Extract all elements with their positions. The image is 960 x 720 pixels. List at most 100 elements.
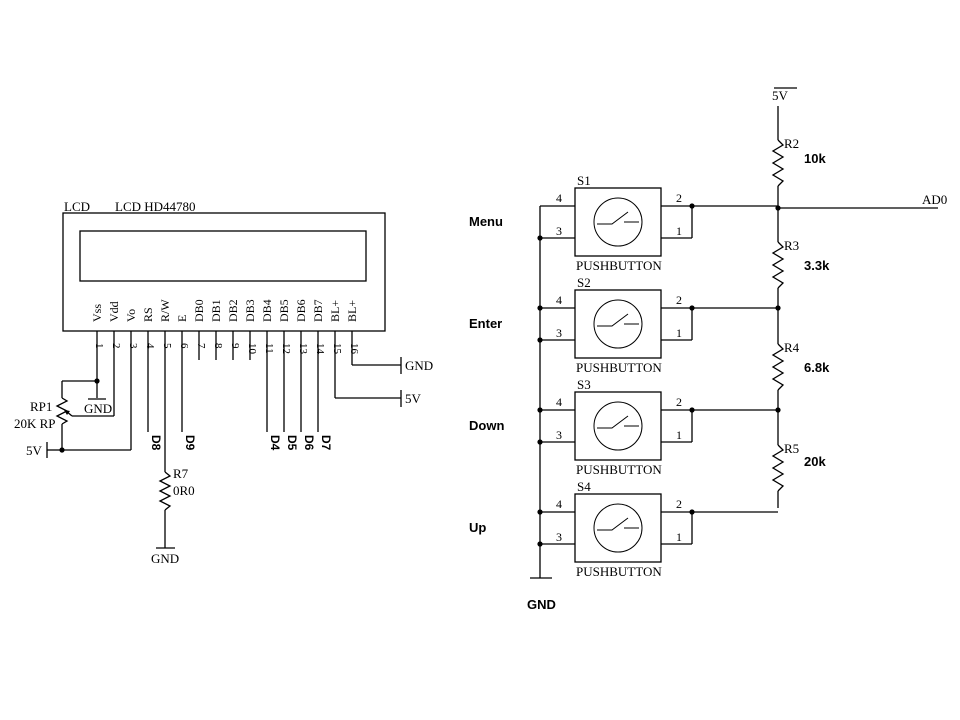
switch-body [574,187,662,257]
switch-ref: S4 [577,479,591,494]
resistor-ladder [771,87,938,508]
signal-d4: D4 [268,435,282,451]
r7-value: 0R0 [173,483,195,498]
switch-body [574,493,662,563]
switch-pin-number: 2 [676,395,682,409]
r3-value: 3.3k [804,258,830,273]
lcd-pin-name: DB2 [226,299,240,322]
switch-body [574,391,662,461]
switch-pin-number: 4 [556,293,562,307]
lcd-pin-number: 7 [195,343,207,349]
rp1-ref: RP1 [30,399,52,414]
lcd-pin-name: DB6 [294,299,308,322]
switch-type: PUSHBUTTON [576,564,662,579]
switch-ref: S2 [577,275,591,290]
lcd-pin-number: 12 [280,343,292,354]
r3-ref: R3 [784,238,799,253]
r5-value: 20k [804,454,826,469]
lcd-pin-name: Vdd [107,301,121,322]
lcd-pin-number: 14 [314,343,326,355]
switch-pin-number: 4 [556,497,562,511]
signal-d8: D8 [149,435,163,451]
switch-contact [597,517,629,531]
lcd-pin-name: R/W [158,299,172,322]
r2-ref: R2 [784,136,799,151]
signal-d5: D5 [285,435,299,451]
vcc-label-bl: 5V [405,391,422,406]
lcd-pin-name: RS [141,307,155,322]
lcd-pin-name: E [175,315,189,322]
lcd-pin-name: DB3 [243,299,257,322]
lcd-value: LCD HD44780 [115,199,196,214]
button-label-enter: Enter [469,316,502,331]
button-label-down: Down [469,418,504,433]
switch-pin-number: 2 [676,293,682,307]
signal-d9: D9 [183,435,197,451]
switch-contact [597,211,629,225]
lcd-pin-number: 8 [212,343,224,349]
lcd-pin-name: DB7 [311,299,325,322]
lcd-pin-number: 5 [161,343,173,349]
gnd-label-buttons: GND [527,597,556,612]
r4-value: 6.8k [804,360,830,375]
lcd-pin-name: DB0 [192,299,206,322]
switch-contact [597,415,629,429]
gnd-label-r7: GND [151,551,179,566]
lcd-pin-number: 15 [331,343,343,355]
switch-pin-number: 3 [556,224,562,238]
switch-pin-number: 1 [676,224,682,238]
vcc-label-pot: 5V [26,443,43,458]
r5-ref: R5 [784,441,799,456]
switch-ref: S3 [577,377,591,392]
lcd-body [62,212,386,332]
lcd-pin-number: 9 [229,343,241,349]
buttons-group: 4321S1PUSHBUTTONMenu4321S2PUSHBUTTONEnte… [469,173,781,579]
switch-body [574,289,662,359]
switch-contact [597,313,629,327]
switch-pin-number: 1 [676,326,682,340]
lcd-pin-number: 16 [348,343,360,355]
switch-pin-number: 3 [556,530,562,544]
lcd-pin-number: 10 [246,343,258,355]
r7-resistor [156,471,175,549]
lcd-pin-name: Vss [90,304,104,322]
lcd-pin-number: 6 [178,343,190,349]
lcd-pin-number: 3 [127,343,139,349]
signal-d6: D6 [302,435,316,451]
switch-pin-number: 3 [556,428,562,442]
lcd-pin-name: Vo [124,309,138,322]
lcd-wires [47,357,402,472]
rp1-value: 20K RP [14,416,56,431]
button-label-menu: Menu [469,214,503,229]
lcd-pin-name: BL+ [345,300,359,322]
switch-type: PUSHBUTTON [576,360,662,375]
switch-pin-number: 4 [556,395,562,409]
r2-value: 10k [804,151,826,166]
switch-pin-number: 1 [676,428,682,442]
lcd-pin-number: 11 [263,343,275,354]
r7-ref: R7 [173,466,189,481]
switch-type: PUSHBUTTON [576,462,662,477]
lcd-ref: LCD [64,199,90,214]
switch-circle [593,299,643,349]
switch-pin-number: 2 [676,497,682,511]
gnd-label-lcd: GND [84,401,112,416]
adc-label: AD0 [922,192,947,207]
lcd-screen [79,230,367,282]
vcc-label-ladder: 5V [772,88,789,103]
lcd-pin-number: 2 [110,343,122,349]
lcd-pin-name: DB5 [277,299,291,322]
switch-pin-number: 1 [676,530,682,544]
switch-circle [593,503,643,553]
switch-pin-number: 3 [556,326,562,340]
gnd-label-bl: GND [405,358,433,373]
signal-d7: D7 [319,435,333,451]
lcd-pin-name: DB4 [260,299,274,322]
rp1-potentiometer [55,381,73,450]
switch-circle [593,401,643,451]
switch-type: PUSHBUTTON [576,258,662,273]
lcd-pin-number: 1 [93,343,105,349]
